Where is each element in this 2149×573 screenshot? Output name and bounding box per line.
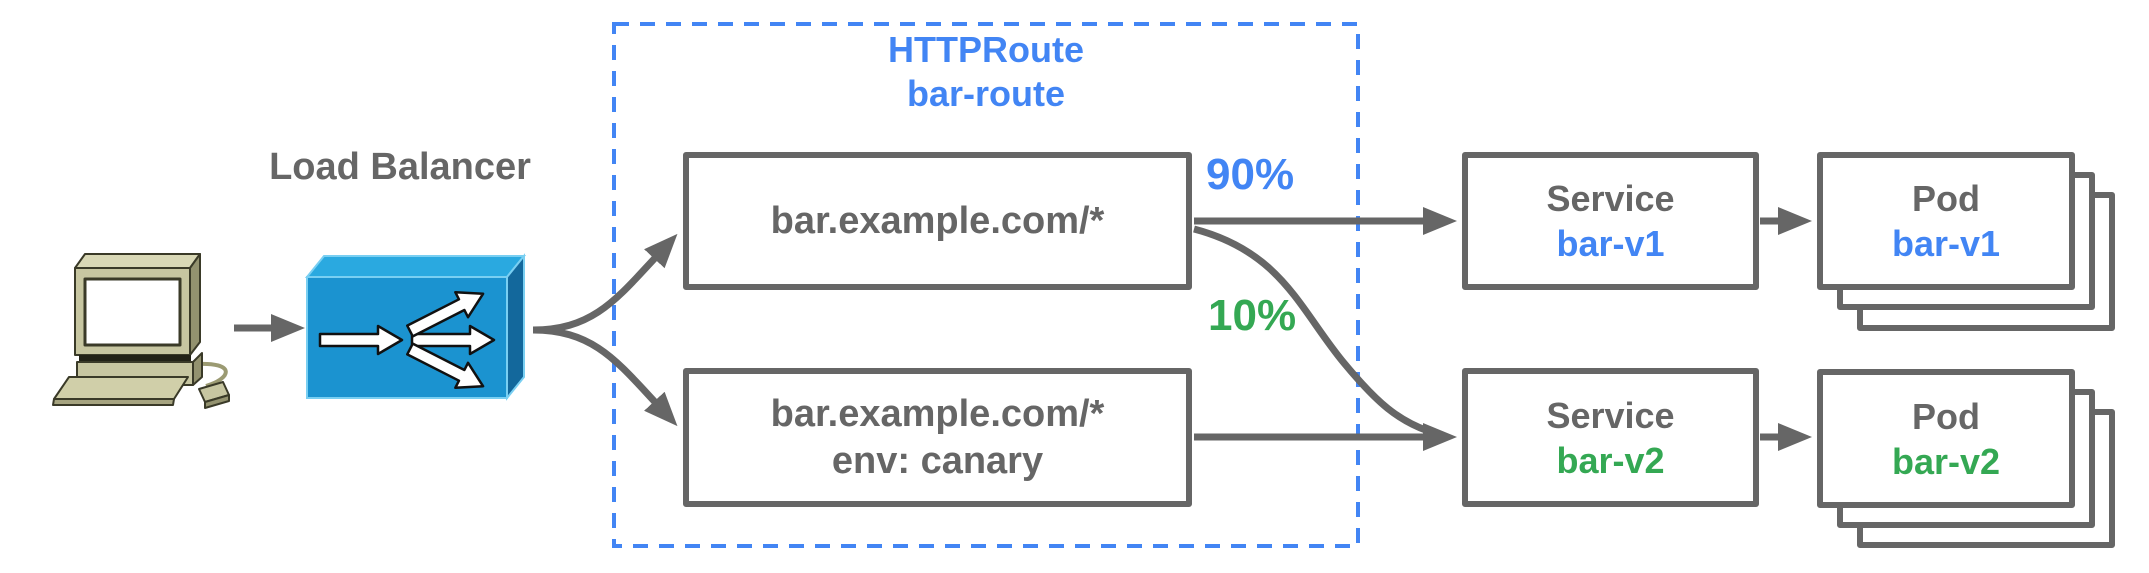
httproute-group-border <box>612 22 1360 548</box>
rule-canary-hostname: bar.example.com/* <box>770 392 1105 435</box>
weight-label-10: 10% <box>1208 291 1297 340</box>
load-balancer-label: Load Balancer <box>269 146 531 188</box>
pod-box-v2: Pod bar-v2 <box>1817 369 2075 508</box>
rule-canary-match-label: env: canary <box>831 439 1044 482</box>
rule-primary-hostname: bar.example.com/* <box>770 199 1105 242</box>
pod-v1-kind: Pod <box>1912 178 1980 219</box>
arrow-lb-to-rule-canary <box>532 326 678 427</box>
load-balancer-split-arrows-glyph <box>318 290 496 390</box>
httproute-kind: HTTPRoute <box>888 29 1084 70</box>
rule-box-canary: bar.example.com/* env: canary <box>683 368 1192 507</box>
curve-rule-primary-to-service-v2 <box>1193 225 1430 435</box>
service-v2-name: bar-v2 <box>1556 439 1665 481</box>
weight-label-90: 90% <box>1206 150 1295 199</box>
arrow-lb-to-rule-primary <box>532 233 678 334</box>
pod-v2-kind: Pod <box>1912 395 1980 437</box>
pod-v1-name: bar-v1 <box>1891 223 2001 264</box>
service-v1-kind: Service <box>1546 178 1675 219</box>
load-balancer-icon <box>304 253 527 401</box>
service-box-v1: Service bar-v1 <box>1462 152 1759 290</box>
desktop-computer-icon <box>52 253 230 409</box>
service-v1-name: bar-v1 <box>1556 223 1665 264</box>
service-v2-kind: Service <box>1546 394 1675 436</box>
httproute-name: bar-route <box>906 73 1065 114</box>
pod-v2-name: bar-v2 <box>1891 440 2001 482</box>
rule-box-primary: bar.example.com/* <box>683 152 1192 290</box>
pod-box-v1: Pod bar-v1 <box>1817 152 2075 290</box>
service-box-v2: Service bar-v2 <box>1462 368 1759 507</box>
httproute-group-title: HTTPRoute bar-route <box>614 28 1358 116</box>
